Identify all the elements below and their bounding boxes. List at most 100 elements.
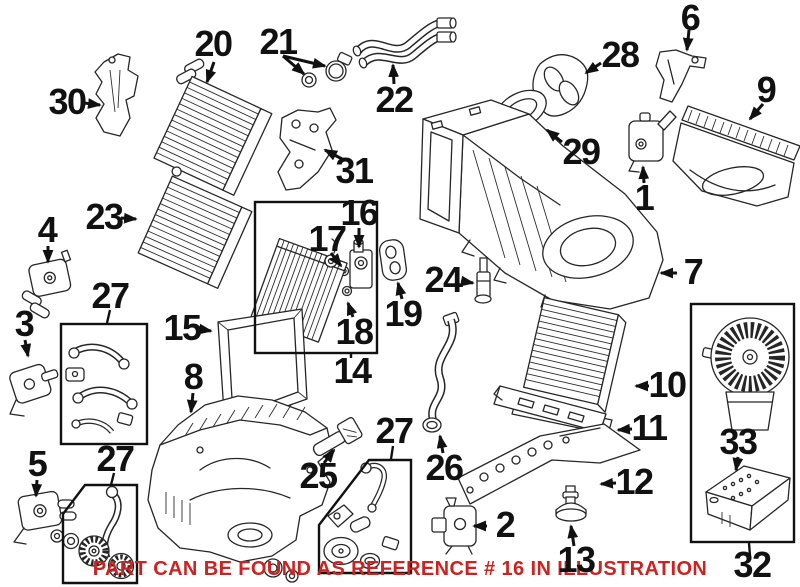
callout-label-25: 25 (299, 455, 338, 496)
callout-16: 16 (340, 192, 379, 249)
part-linkage-kit-c (323, 462, 400, 570)
part-actuator-3 (9, 363, 59, 417)
callout-27a: 27 (91, 275, 130, 324)
callout-20: 20 (194, 23, 233, 84)
group-box-27a (59, 322, 149, 446)
callout-30: 30 (48, 81, 102, 122)
callout-label-6: 6 (681, 0, 700, 38)
part-heater-hoses (352, 17, 457, 69)
callout-33: 33 (719, 421, 758, 472)
callout-label-27a: 27 (91, 275, 129, 316)
part-linkage-kit-b (50, 485, 135, 580)
callout-label-23: 23 (85, 196, 123, 237)
callout-13: 13 (557, 524, 596, 580)
callout-10: 10 (634, 364, 687, 405)
group-box-27c (317, 458, 413, 575)
callout-label-21: 21 (259, 21, 298, 62)
callout-24: 24 (424, 259, 475, 300)
callout-3: 3 (15, 303, 35, 358)
callout-label-33: 33 (719, 421, 757, 462)
callout-label-22: 22 (375, 79, 413, 120)
callout-label-10: 10 (648, 364, 686, 405)
callout-4: 4 (38, 209, 59, 264)
callout-9: 9 (748, 69, 777, 121)
callout-27c: 27 (375, 410, 414, 460)
callout-label-18: 18 (335, 311, 373, 352)
callout-2: 2 (472, 504, 516, 545)
part-pipe-seal (378, 239, 408, 281)
callout-5: 5 (28, 443, 49, 498)
part-mounting-bracket-left (94, 53, 139, 137)
callout-label-28: 28 (601, 34, 639, 75)
callout-label-8: 8 (184, 356, 203, 397)
callout-label-20: 20 (194, 23, 232, 64)
part-oring-and-clamp (301, 51, 353, 88)
group-box-27b (61, 483, 139, 585)
callouts: 30 20 21 22 28 6 9 29 (15, 0, 778, 585)
part-actuator-2 (431, 497, 477, 555)
callout-label-9: 9 (757, 69, 776, 110)
callout-label-7: 7 (684, 251, 703, 292)
part-blower-resistor (705, 465, 791, 531)
part-support-bracket (655, 49, 707, 103)
part-expansion-valve (349, 238, 373, 289)
callout-27b: 27 (96, 438, 135, 486)
callout-25: 25 (299, 448, 339, 496)
reference-note: PART CAN BE FOUND AS REFERENCE # 16 IN I… (93, 558, 708, 580)
group-boxes (59, 200, 796, 585)
callout-8: 8 (184, 356, 204, 414)
part-evaporator-core (153, 58, 273, 196)
callout-17: 17 (308, 218, 347, 268)
callout-label-5: 5 (28, 443, 48, 484)
callout-21: 21 (259, 21, 327, 76)
callout-7: 7 (659, 251, 704, 292)
callout-28: 28 (584, 34, 640, 75)
group-box-14 (253, 200, 379, 355)
part-drain-grommet (555, 485, 587, 522)
part-fresh-air-intake-cover (672, 105, 800, 207)
callout-label-11: 11 (631, 407, 668, 448)
callout-6: 6 (681, 0, 701, 52)
callout-label-30: 30 (48, 81, 86, 122)
callout-11: 11 (616, 407, 670, 448)
callout-label-15: 15 (163, 307, 202, 348)
part-air-distribution-housing (147, 395, 333, 583)
callout-label-16: 16 (340, 192, 378, 233)
part-drain-tube (422, 311, 460, 433)
callout-label-12: 12 (615, 461, 653, 502)
callout-19: 19 (384, 281, 423, 334)
parts-illustrations (9, 17, 800, 583)
part-heater-ac-housing (419, 99, 664, 310)
callout-label-19: 19 (384, 293, 422, 334)
part-oring-18 (341, 285, 353, 297)
callout-label-32: 32 (733, 544, 771, 585)
callout-label-26: 26 (425, 447, 463, 488)
part-mounting-bracket-center (277, 107, 337, 191)
callout-label-24: 24 (424, 259, 463, 300)
callout-label-17: 17 (308, 218, 346, 259)
callout-label-1: 1 (635, 177, 655, 218)
part-lower-seal-plate (457, 423, 641, 505)
callout-label-29: 29 (562, 131, 600, 172)
callout-22: 22 (375, 63, 414, 120)
callout-label-31: 31 (335, 150, 374, 191)
callout-label-14: 14 (333, 350, 372, 391)
callout-14: 14 (333, 350, 373, 391)
callout-29: 29 (545, 128, 601, 172)
part-temperature-sensor (474, 257, 492, 304)
part-actuator-4 (21, 249, 72, 319)
callout-label-2: 2 (496, 504, 515, 545)
part-blower-motor (701, 317, 790, 431)
callout-15: 15 (163, 307, 213, 348)
callout-label-13: 13 (557, 539, 595, 580)
group-box-32 (689, 302, 796, 544)
callout-label-27b: 27 (96, 438, 134, 479)
callout-label-27c: 27 (375, 410, 413, 451)
callout-1: 1 (635, 165, 656, 218)
callout-23: 23 (85, 196, 138, 237)
part-heater-core (137, 166, 253, 289)
callout-label-3: 3 (15, 303, 34, 344)
callout-31: 31 (323, 148, 375, 191)
